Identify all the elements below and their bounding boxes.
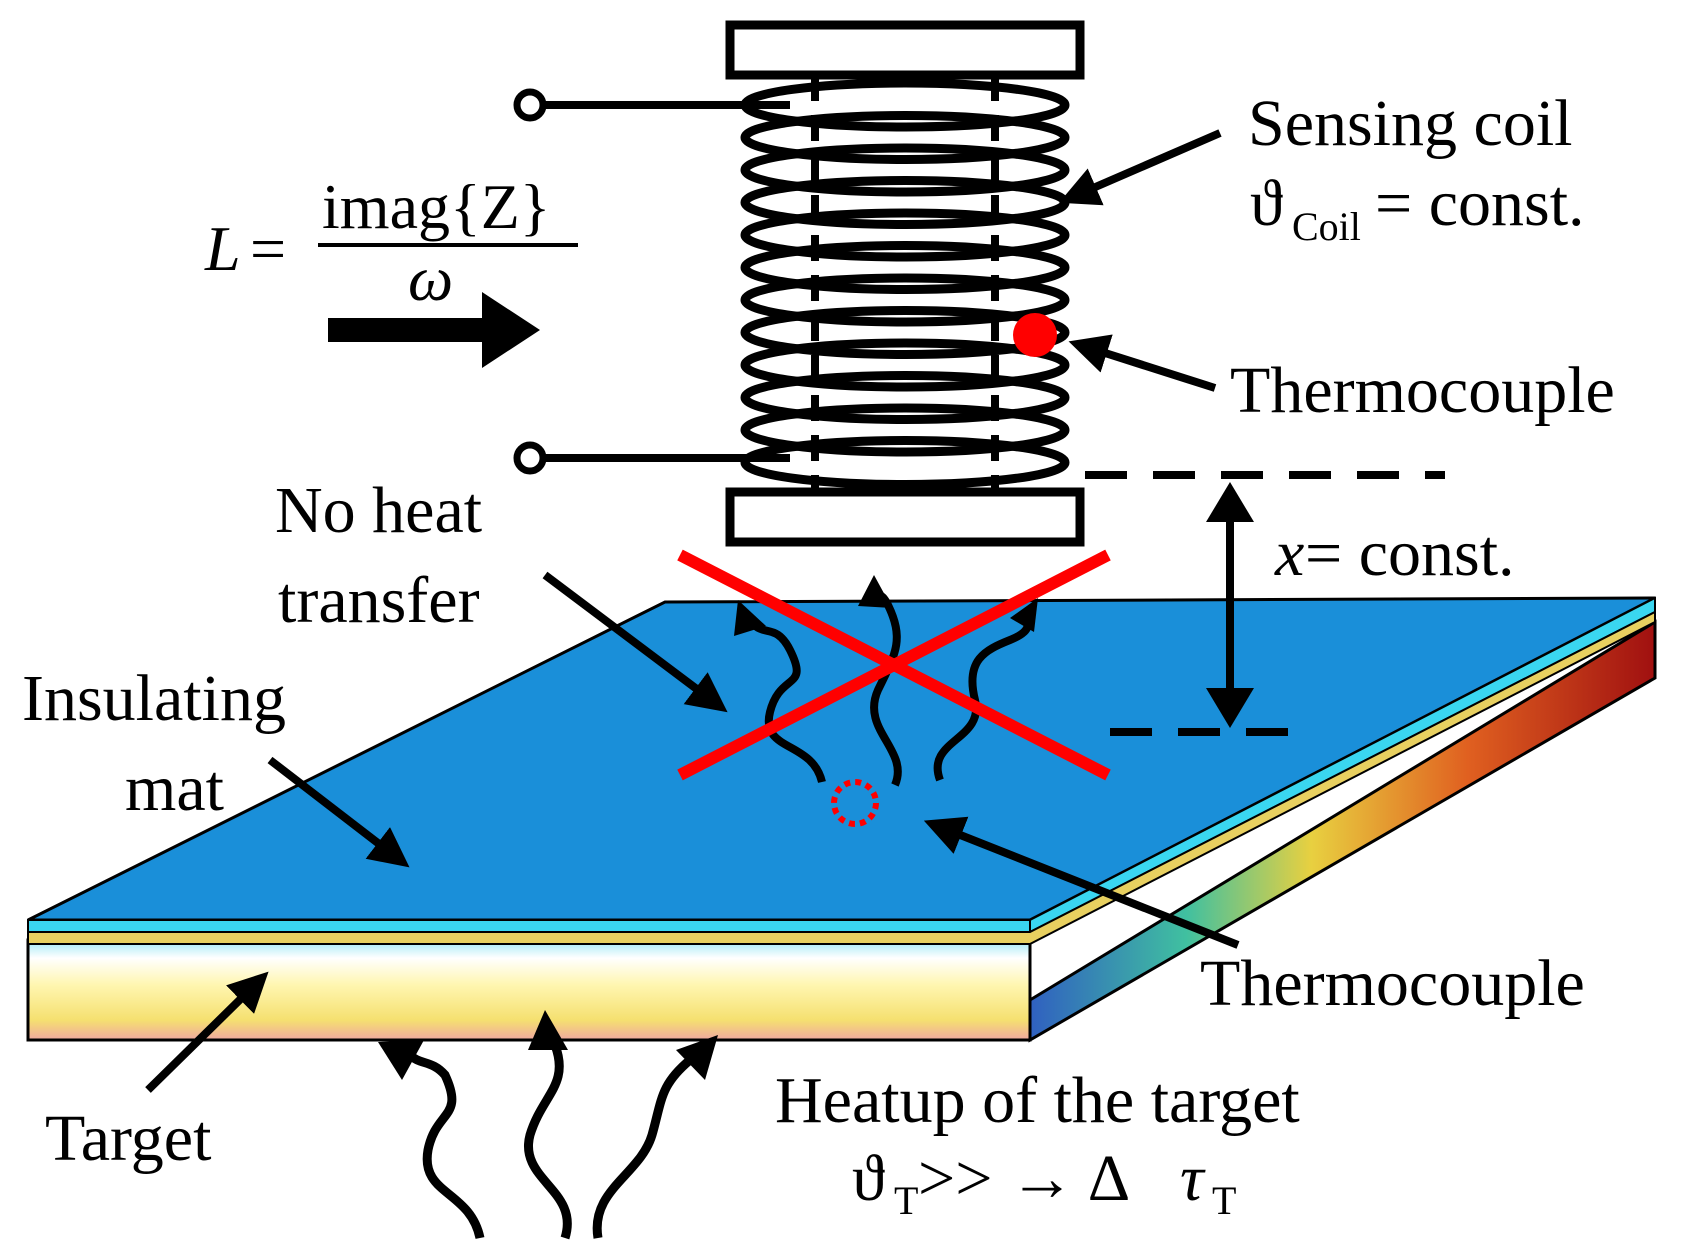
heating-waves: [378, 1010, 718, 1240]
no-heat-label: No heat transfer: [275, 474, 728, 713]
thermocouple-top-label: Thermocouple: [1068, 334, 1615, 427]
inductance-formula: L = imag{Z} ω: [204, 171, 578, 368]
blocked-wave-right-head: [1010, 598, 1038, 632]
tau-sub: T: [1212, 1178, 1236, 1223]
target-front-face: [26, 938, 1032, 1042]
sensing-coil: [513, 20, 1085, 547]
coil-winding: [740, 241, 1070, 294]
distance-arrow-down: [1206, 688, 1254, 728]
coil-temp-sub: Coil: [1292, 204, 1361, 249]
heatup-line1: Heatup of the target: [775, 1064, 1300, 1137]
insulating-line1: Insulating: [22, 662, 286, 735]
distance-arrow-up: [1206, 482, 1254, 522]
coil-winding: [740, 111, 1070, 164]
heat-wave-1: [406, 1051, 485, 1240]
insulating-pointer: [267, 756, 410, 868]
coil-top-flange: [725, 20, 1085, 80]
distance-var: x: [1274, 517, 1304, 590]
formula-equals: =: [250, 213, 286, 284]
sensing-coil-pointer: [1058, 129, 1222, 206]
formula-denominator: ω: [408, 243, 453, 314]
heat-wave-1-head: [378, 1040, 424, 1080]
no-transfer-cross-b: [677, 549, 1111, 781]
measurement-arrow: [328, 292, 540, 368]
target-text: Target: [45, 1102, 211, 1175]
terminal-bottom: [513, 441, 547, 475]
heatup-relation: >> → Δ: [918, 1142, 1130, 1215]
no-heat-line1: No heat: [275, 474, 482, 547]
thermocouple-top-text: Thermocouple: [1230, 354, 1615, 427]
thermocouple-bottom-pointer: [923, 816, 1240, 949]
blocked-wave-left-head: [734, 600, 766, 636]
coil-bottom-flange: [725, 487, 1085, 547]
mat-thermocouple-marker: [831, 779, 879, 827]
coil-temp-rest: = const.: [1375, 167, 1585, 240]
terminal-top: [513, 88, 547, 122]
tau-symbol: τ: [1180, 1142, 1206, 1215]
coil-winding: [740, 273, 1070, 327]
thermocouple-bottom-text: Thermocouple: [1200, 947, 1585, 1020]
heat-wave-2: [523, 1043, 572, 1240]
coil-windings: [740, 78, 1070, 489]
distance-indicator: x = const.: [1085, 471, 1515, 736]
heatup-label: Heatup of the target ϑ T >> → Δ τ T: [775, 1064, 1300, 1223]
target-temp-sub: T: [894, 1178, 918, 1223]
coil-winding: [740, 306, 1070, 359]
sensing-coil-label: Sensing coil ϑ Coil = const.: [1058, 87, 1585, 249]
target-temp-symbol: ϑ: [852, 1142, 885, 1215]
coil-winding: [740, 403, 1070, 457]
blocked-wave-right: [933, 613, 1032, 782]
thermocouple-bottom-label: Thermocouple: [923, 816, 1585, 1020]
coil-winding: [740, 436, 1070, 489]
target-label: Target: [45, 971, 269, 1175]
heat-wave-3-head: [676, 1035, 718, 1080]
formula-numerator: imag{Z}: [322, 171, 551, 242]
sensing-coil-title: Sensing coil: [1248, 87, 1573, 160]
coil-winding: [740, 371, 1070, 424]
blocked-wave-left: [746, 616, 826, 784]
target-plate: [26, 619, 1657, 1043]
insulating-line2: mat: [125, 752, 224, 825]
no-heat-pointer: [542, 571, 728, 713]
formula-lhs: L: [204, 213, 241, 284]
coil-winding: [740, 338, 1070, 392]
thermocouple-top-pointer: [1068, 334, 1217, 392]
blocked-wave-mid-head: [858, 575, 892, 608]
target-pointer: [145, 971, 269, 1093]
coil-thermocouple-dot: [1013, 313, 1057, 357]
insulating-mat: [27, 596, 1656, 945]
insulating-mat-label: Insulating mat: [22, 662, 410, 868]
blocked-heat-waves: [677, 549, 1111, 827]
heat-wave-3: [592, 1056, 693, 1239]
no-heat-line2: transfer: [278, 564, 480, 637]
mat-underside-band: [27, 610, 1656, 945]
coil-temp-symbol: ϑ: [1250, 167, 1283, 240]
distance-rest: = const.: [1305, 517, 1515, 590]
coil-winding: [740, 208, 1070, 262]
mat-front-edge: [27, 919, 1031, 933]
heat-wave-2-head: [528, 1010, 568, 1050]
